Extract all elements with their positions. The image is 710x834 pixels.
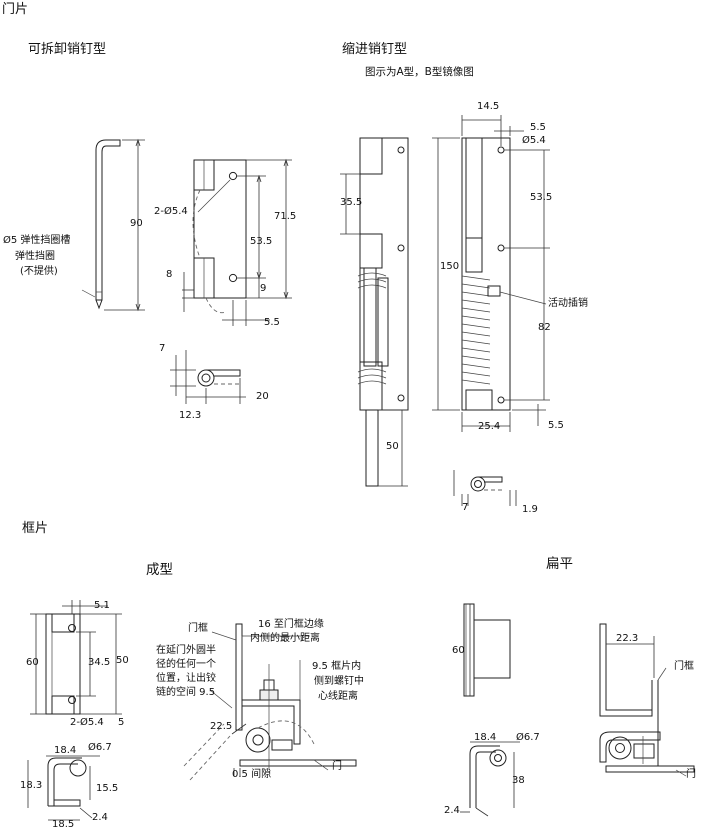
dim-2-4b: 2.4 [444,805,460,816]
door-leaf-dimensions [182,158,292,326]
dim-50: 50 [386,441,399,452]
dim-90: 90 [130,218,143,229]
dim-d6-7: Ø6.7 [88,742,112,753]
formed-heading: 成型 [146,562,173,578]
dim-53-5b: 53.5 [530,192,553,203]
retractable-side-view [340,137,409,487]
dim-34-5: 34.5 [88,657,111,668]
gap-label: 0.5 间隙 [232,769,272,780]
dim-71-5: 71.5 [274,211,297,222]
retractable-front-dimensions [432,115,550,432]
not-supplied-label: (不提供) [20,266,58,277]
dim-15-5: 15.5 [96,783,119,794]
dim-5-1: 5.1 [94,600,110,611]
dim-12-3: 12.3 [179,410,202,421]
door-leaf-heading: 门片 [2,2,29,17]
dim-5-5b: 5.5 [530,122,546,133]
dim-5: 5 [118,717,125,728]
frame-leaf-heading: 框片 [22,521,49,536]
dim-53-5: 53.5 [250,236,273,247]
dim-22-5: 22.5 [210,721,233,732]
knuckle-top-view [170,350,246,404]
flat-heading: 扁平 [546,556,573,572]
live-pin-label: 活动插销 [548,298,588,309]
retractable-pin-heading: 缩进销钉型 [342,42,408,57]
dim-holes: 2-Ø5.4 [154,206,188,217]
dim-60b: 60 [452,645,465,656]
dim-35-5: 35.5 [340,197,363,208]
groove-leader [81,289,96,298]
dim-1-9: 1.9 [522,504,538,515]
dim-9: 9 [260,283,267,294]
retaining-ring-label: 弹性挡圈 [15,251,55,262]
dim-20: 20 [256,391,269,402]
clearance-line1: 在延门外圆半 [156,645,216,656]
removable-pin [95,139,121,310]
dim-82: 82 [538,322,551,333]
screw-line1: 9.5 框片内 [312,661,362,672]
dim-7b: 7 [462,502,469,513]
dim-50b: 50 [116,655,129,666]
removable-pin-heading: 可拆卸销钉型 [28,42,107,57]
retractable-top-view [453,470,517,506]
door-label: 门 [332,761,342,772]
dim-8: 8 [166,269,173,280]
dim-5-5a: 5.5 [264,317,280,328]
dim-38: 38 [512,775,525,786]
retractable-front-view [461,137,547,411]
formed-install-section [183,623,357,781]
door-frame-label: 门框 [188,623,208,634]
door-leaf-removable [192,159,247,314]
door-label-2: 门 [686,769,696,780]
min-dist-line1: 16 至门框边缘 [258,619,324,630]
dim-18-4: 18.4 [54,745,77,756]
dim-7a: 7 [159,343,166,354]
clearance-line3: 位置，让出铰 [156,673,216,684]
dim-14-5: 14.5 [477,101,500,112]
dim-5-5c: 5.5 [548,420,564,431]
dim-d5-4: Ø5.4 [522,135,546,146]
dim-150: 150 [440,261,460,272]
screw-line3: 心线距离 [318,691,358,702]
door-frame-label-2: 门框 [674,661,694,672]
clearance-line4: 链的空间 9.5 [156,687,216,698]
dim-d6-7b: Ø6.7 [516,732,540,743]
frame-formed-front [30,600,122,715]
dim-holes2: 2-Ø5.4 [70,717,104,728]
dim-18-5: 18.5 [52,819,75,830]
frame-flat-profile [460,741,520,817]
frame-flat-front [463,603,511,697]
dim-18-4b: 18.4 [474,732,497,743]
flat-install-section [599,623,695,777]
pin-length-dimension [104,138,145,312]
clearance-line2: 径的任何一个 [156,659,216,670]
dim-18-3: 18.3 [20,780,43,791]
dim-60: 60 [26,657,39,668]
groove-label: Ø5 弹性挡圈槽 [3,235,71,246]
frame-formed-profile [27,755,100,821]
screw-line2: 侧到螺钉中 [314,676,364,687]
retractable-note: 图示为A型，B型镜像图 [365,66,474,78]
dim-2-4: 2.4 [92,812,108,823]
dim-22-3: 22.3 [616,633,639,644]
min-dist-line2: 内侧的最小距离 [250,633,320,644]
dim-25-4: 25.4 [478,421,501,432]
